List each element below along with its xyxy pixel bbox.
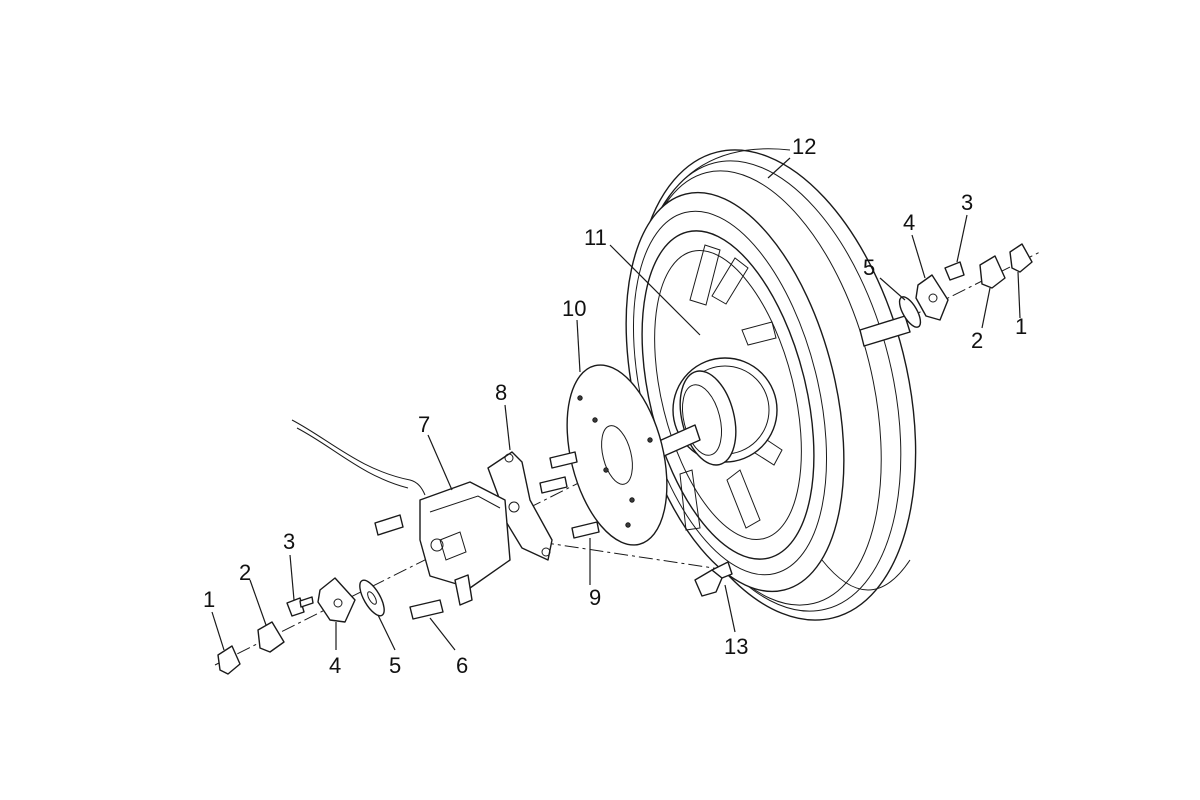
callout-2-right: 2 (971, 328, 983, 353)
callout-3-right: 3 (961, 190, 973, 215)
callout-5-right: 5 (863, 255, 875, 280)
brake-disc (566, 364, 668, 546)
callout-4-left: 4 (329, 653, 341, 678)
axle-nut-right (1009, 243, 1033, 273)
callout-6: 6 (456, 653, 468, 678)
axle-plate-left (317, 577, 356, 623)
spacer-right (979, 255, 1006, 289)
plate-bolt-left (286, 596, 314, 617)
callout-5-left: 5 (389, 653, 401, 678)
axis-centerline-lower (539, 541, 741, 573)
hub-motor-wheel (641, 230, 911, 560)
plate-bolt-right (944, 261, 965, 281)
callout-1-left: 1 (203, 587, 215, 612)
caliper-bolts (374, 514, 444, 620)
spacer-left (257, 621, 285, 653)
callout-11: 11 (584, 225, 607, 250)
axle-plate-right (915, 274, 949, 321)
axle-nut-left (217, 645, 241, 675)
leader-lines (211, 157, 1021, 651)
disc-bolts (539, 451, 600, 539)
callout-13: 13 (724, 634, 748, 659)
callout-10: 10 (562, 296, 586, 321)
callout-2-left: 2 (239, 560, 251, 585)
callout-3-left: 3 (283, 529, 295, 554)
callout-1-right: 1 (1015, 314, 1027, 339)
callout-9: 9 (589, 585, 601, 610)
callout-8: 8 (495, 380, 507, 405)
washer-left (359, 579, 385, 617)
callout-12: 12 (792, 134, 816, 159)
callout-4-right: 4 (903, 210, 915, 235)
brake-caliper (291, 419, 511, 606)
callout-labels: 12 11 10 9 8 7 6 13 5 4 3 2 1 5 4 3 2 1 (203, 134, 1027, 678)
callout-7: 7 (418, 412, 430, 437)
valve-stem (694, 561, 733, 597)
